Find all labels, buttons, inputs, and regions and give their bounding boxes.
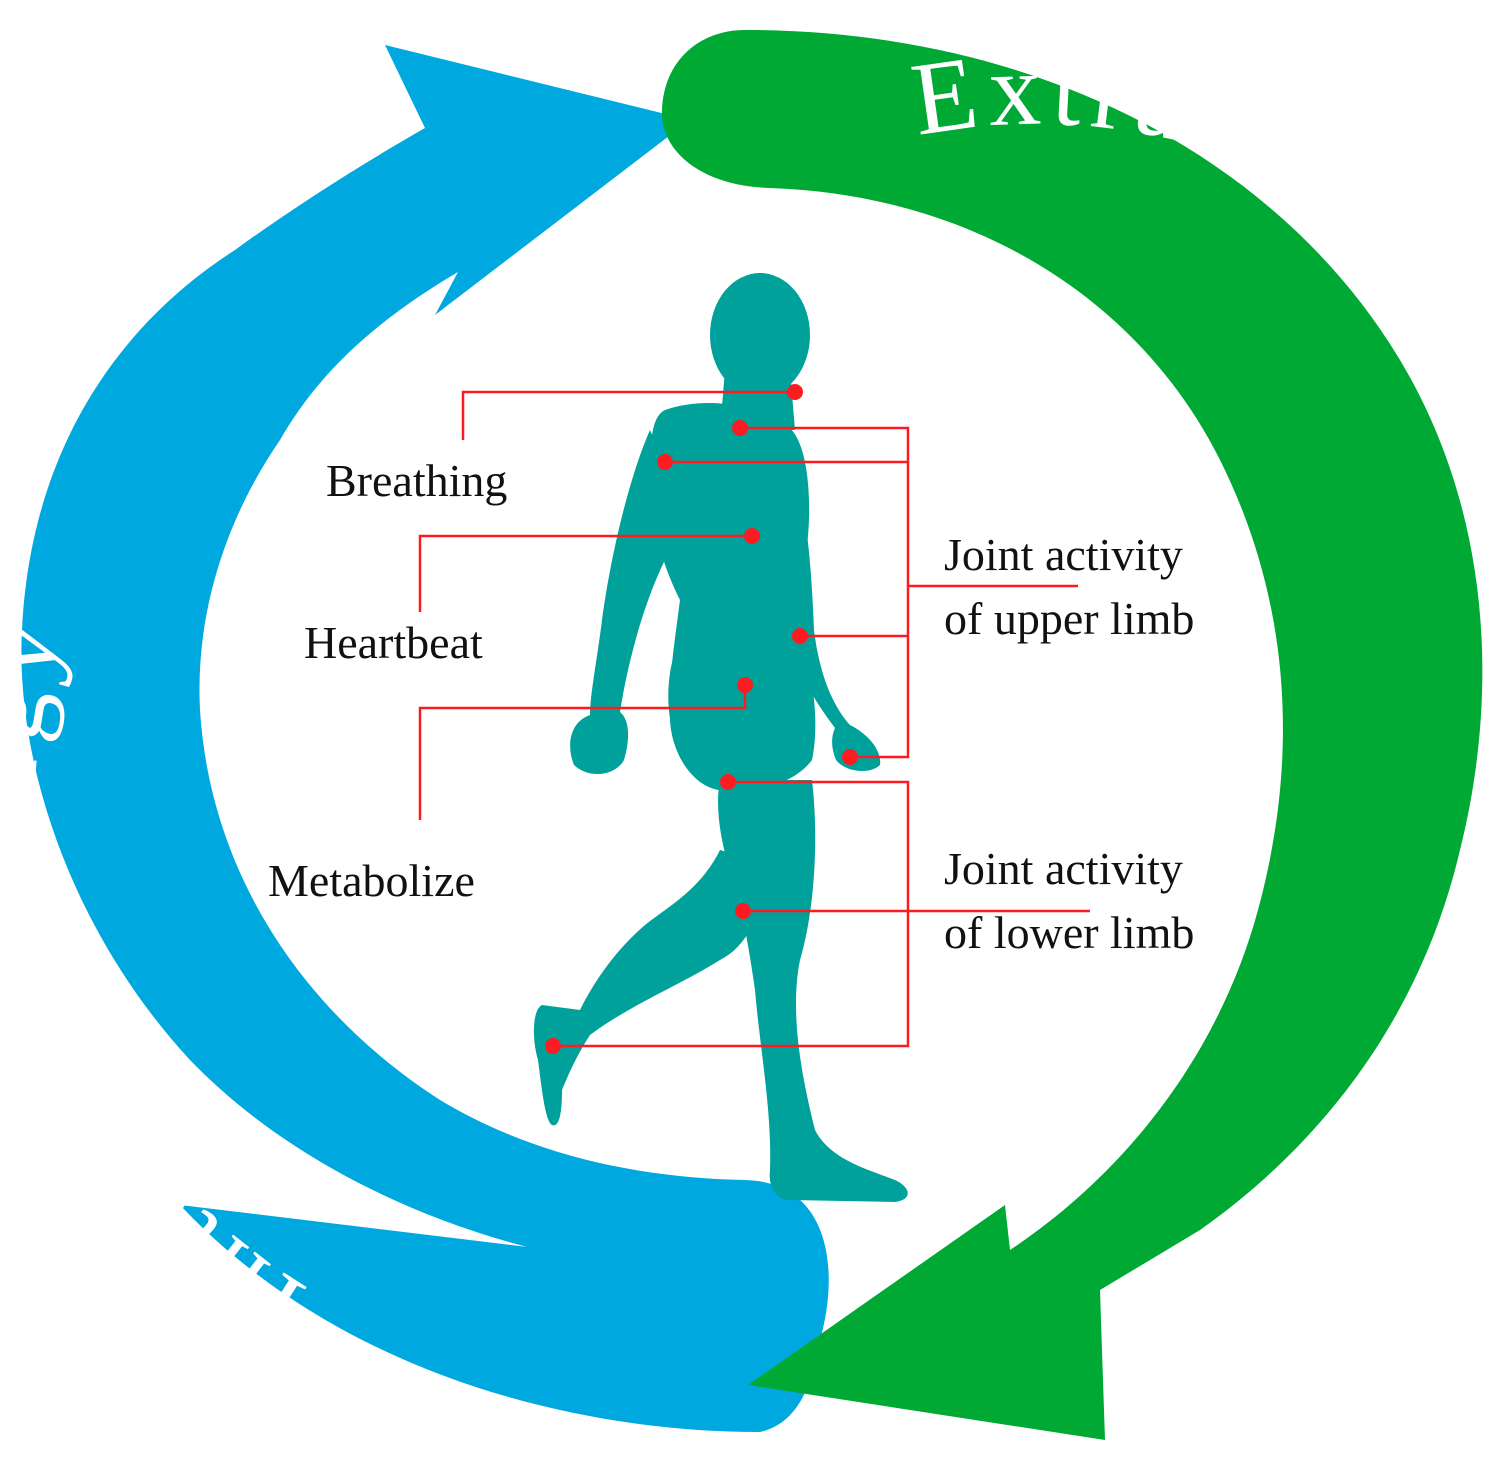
extracorporeal-energy-arrow-body (661, 30, 1483, 1440)
dot-knee (735, 903, 751, 919)
dot-wrist (842, 749, 858, 765)
dot-hip (720, 774, 736, 790)
metabolize-line (418, 685, 747, 820)
metabolize-label: Metabolize (268, 855, 475, 906)
extracorporeal-energy-arrow (661, 30, 1483, 1440)
dot-shoulder (657, 454, 673, 470)
figure-hips (668, 640, 816, 791)
upper-limb-label-line2: of upper limb (944, 593, 1195, 644)
callout-dots (545, 384, 858, 1054)
dot-elbow (792, 628, 808, 644)
internal-energy-arrow-body (21, 45, 829, 1432)
dot-chest (744, 528, 760, 544)
figure-front-arm (785, 460, 881, 772)
breathing-label: Breathing (326, 455, 508, 506)
dot-neck (732, 420, 748, 436)
figure-standing-leg (718, 780, 908, 1202)
figure-back-leg (533, 850, 762, 1126)
dot-ankle (545, 1038, 561, 1054)
dot-abdomen (737, 677, 753, 693)
upper-limb-label-line1: Joint activity (944, 529, 1183, 580)
lower-limb-label-line2: of lower limb (944, 907, 1195, 958)
figure-back-arm (570, 430, 668, 775)
internal-energy-arrow (21, 45, 829, 1432)
lower-limb-bracket (553, 780, 910, 1048)
walking-human-figure (533, 273, 908, 1202)
dot-mouth (787, 384, 803, 400)
lower-limb-label-line1: Joint activity (944, 843, 1183, 894)
figure-head (710, 273, 810, 397)
upper-limb-bracket (740, 426, 910, 759)
heartbeat-line (418, 534, 752, 612)
heartbeat-label: Heartbeat (304, 617, 483, 668)
callout-lines (418, 390, 1090, 1048)
breathing-line (461, 390, 795, 440)
